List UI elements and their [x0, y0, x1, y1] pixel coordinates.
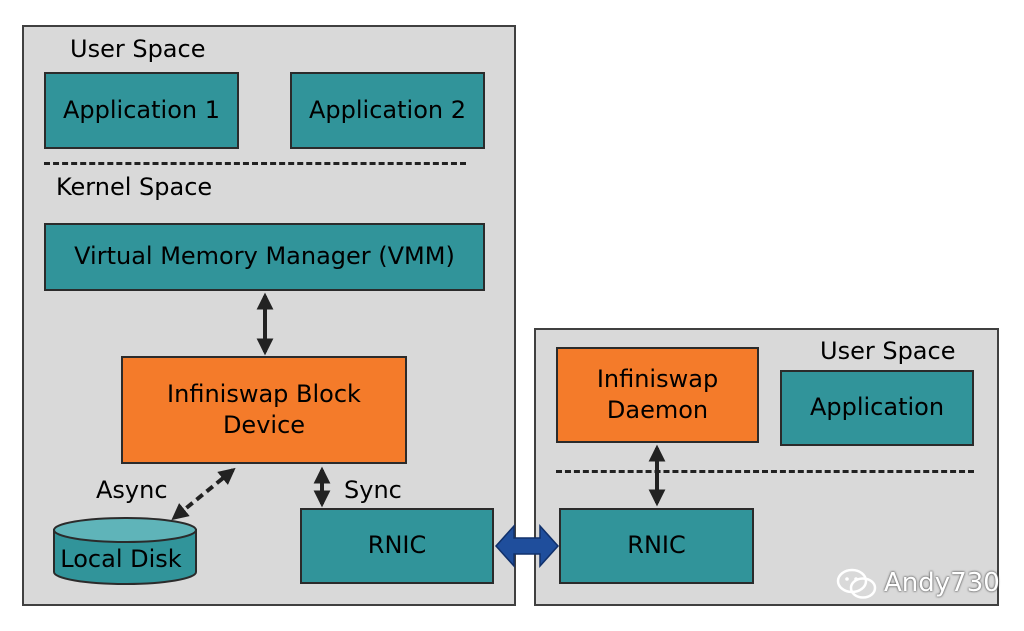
left-user-space-label: User Space [70, 35, 206, 63]
vmm-box: Virtual Memory Manager (VMM) [44, 223, 485, 291]
async-label: Async [96, 476, 168, 504]
watermark: Andy730 [836, 566, 1006, 602]
block-device-line-1: Infiniswap Block [167, 379, 361, 408]
wechat-icon [836, 568, 877, 599]
daemon-line-1: Infiniswap [596, 364, 719, 393]
rnic-link-arrow [494, 524, 560, 568]
watermark-text: Andy730 [884, 568, 1000, 598]
daemon-line-2: Daemon [606, 396, 709, 424]
infiniswap-block-device-box: Infiniswap Block Device [121, 356, 407, 464]
local-disk-label: Local Disk [60, 545, 181, 573]
application-1-box: Application 1 [44, 72, 239, 149]
right-rnic-box: RNIC [559, 508, 754, 584]
kernel-space-label: Kernel Space [56, 173, 213, 201]
local-disk-cylinder: Local Disk [53, 517, 197, 585]
async-arrow [171, 467, 236, 521]
right-application-box: Application [780, 370, 974, 446]
left-rnic-box: RNIC [300, 508, 494, 584]
sync-label: Sync [344, 476, 402, 504]
infiniswap-daemon-box: Infiniswap Daemon [556, 347, 759, 443]
block-device-line-2: Device [222, 411, 306, 439]
application-2-box: Application 2 [290, 72, 485, 149]
right-user-space-label: User Space [820, 337, 956, 365]
right-user-kernel-divider [556, 470, 974, 473]
user-kernel-divider [44, 162, 466, 165]
